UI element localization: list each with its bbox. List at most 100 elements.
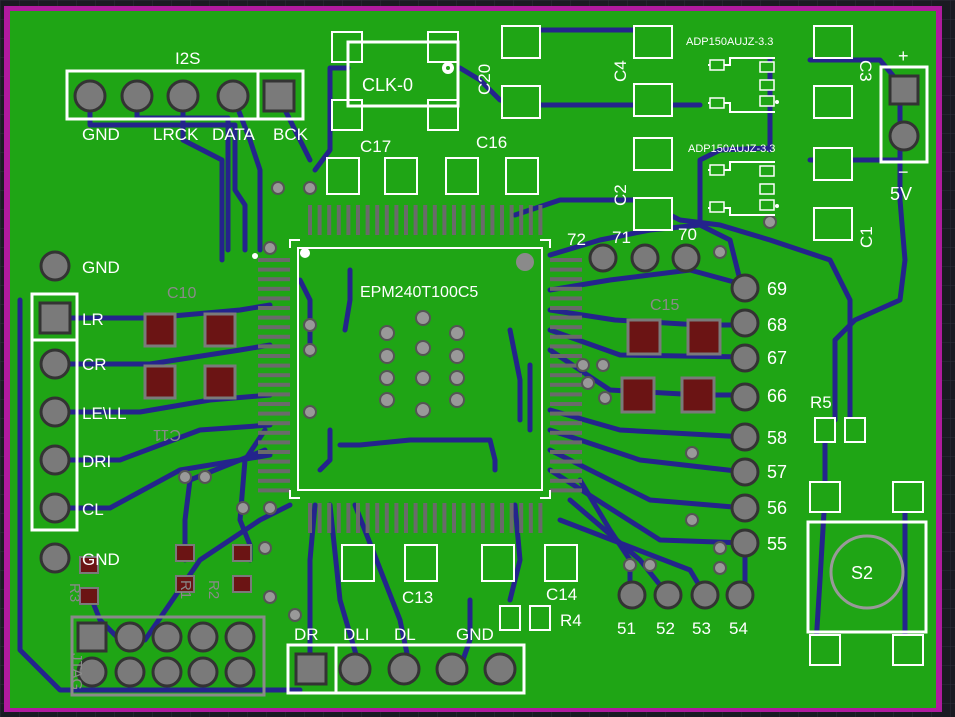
pin-label-72: 72	[567, 230, 586, 249]
label-c17: C17	[360, 137, 391, 156]
regulator-label-2: ADP150AUJZ-3.3	[688, 143, 775, 155]
regulators: ADP150AUJZ-3.3 ADP150AUJZ-3.3	[686, 36, 779, 216]
chip-pin	[480, 205, 485, 235]
clock-oscillator: CLK-0	[331, 31, 460, 131]
pin-68[interactable]	[730, 308, 760, 338]
i2s-pin-label-2: LRCK	[153, 125, 199, 144]
chip-pin	[258, 459, 290, 464]
pin-label-69: 69	[767, 279, 787, 299]
small-resistors: R3 R1 R2	[66, 544, 252, 605]
jtag-header: JTAG	[68, 615, 266, 697]
chip-pin	[258, 267, 290, 272]
chip-pin	[258, 315, 290, 320]
chip-pin	[550, 411, 582, 416]
jtag-pin-1[interactable]	[76, 621, 108, 653]
i2s-pin-1[interactable]	[73, 79, 107, 113]
i2s-pin-label-1: GND	[82, 125, 120, 144]
chip-pin	[471, 205, 476, 235]
i2s-pin-4[interactable]	[216, 79, 250, 113]
i2s-pin-2[interactable]	[120, 79, 154, 113]
left-pin-gnd-bottom[interactable]	[39, 542, 71, 574]
chip-pin	[308, 503, 312, 533]
chip-pin	[258, 402, 290, 406]
pin-57[interactable]	[730, 457, 760, 487]
pin-72[interactable]	[588, 243, 618, 273]
chip-pin	[550, 373, 582, 378]
label-c14: C15	[650, 297, 679, 314]
label-r1: R1	[177, 580, 194, 599]
i2s-pin-5[interactable]	[262, 79, 296, 113]
label-c4: C4	[611, 60, 630, 82]
pin-70[interactable]	[671, 243, 701, 273]
pin-71[interactable]	[630, 243, 660, 273]
chip-pin	[550, 450, 582, 454]
label-c12: C13	[402, 588, 433, 607]
chip-pin	[550, 363, 582, 368]
chip-pin	[327, 503, 332, 533]
left-pin-cl[interactable]	[39, 492, 71, 524]
pin-67[interactable]	[730, 343, 760, 373]
bottom-pin-dr[interactable]	[294, 652, 328, 686]
chip-pin	[346, 205, 351, 235]
pin-54[interactable]	[725, 580, 755, 610]
bottom-pin-dli[interactable]	[338, 652, 372, 686]
bottom-pin-gnd-2[interactable]	[483, 652, 517, 686]
chip-pin	[375, 205, 380, 235]
chip-pin	[258, 258, 290, 262]
left-pin-gnd-top[interactable]	[39, 250, 71, 282]
left-pin-lr[interactable]	[38, 301, 72, 335]
chip-pin	[258, 363, 290, 368]
chip-pin	[500, 503, 504, 533]
left-pin-label-cr: CR	[82, 355, 107, 374]
pin-58[interactable]	[730, 422, 760, 452]
pin-56[interactable]	[730, 493, 760, 523]
chip-pin	[423, 205, 428, 235]
chip-pin	[394, 503, 399, 533]
power-pin-plus[interactable]	[888, 74, 920, 106]
power-pin-minus[interactable]	[888, 120, 920, 152]
pin-52[interactable]	[653, 580, 683, 610]
chip-pin	[258, 440, 290, 445]
chip-pin	[500, 205, 504, 235]
left-pin-cr[interactable]	[39, 348, 71, 380]
bottom-pin-dl[interactable]	[387, 652, 421, 686]
switch-s2[interactable]: S2	[806, 481, 928, 666]
pin-label-51: 51	[617, 619, 636, 638]
chip-pin	[550, 267, 582, 272]
chip-pin	[490, 503, 495, 533]
i2s-pin-3[interactable]	[166, 79, 200, 113]
chip-pin	[550, 469, 582, 474]
regulator-label-1: ADP150AUJZ-3.3	[686, 36, 773, 48]
chip-pin	[327, 205, 332, 235]
pin-label-66: 66	[767, 386, 787, 406]
power-connector: + − 5V	[879, 46, 929, 204]
chip-pin	[471, 503, 476, 533]
pin-53[interactable]	[690, 580, 720, 610]
pin-66[interactable]	[730, 382, 760, 412]
pin-label-54: 54	[729, 619, 748, 638]
pin-51[interactable]	[617, 580, 647, 610]
cap-labels: C20 C4 C2 C3 C1 C17 C16 C13 C14 R4 R5	[360, 60, 876, 630]
pin-69[interactable]	[730, 273, 760, 303]
bottom-pin-gnd-1[interactable]	[435, 652, 469, 686]
chip-pin	[461, 503, 466, 533]
chip-pin	[528, 503, 533, 533]
left-pin-label-gnd: GND	[82, 258, 120, 277]
chip-pin	[258, 277, 290, 282]
label-r4: R4	[560, 611, 582, 630]
pin-label-57: 57	[767, 462, 787, 482]
chip-pin	[258, 488, 290, 493]
label-c1: C1	[857, 226, 876, 248]
left-pin-dri[interactable]	[39, 444, 71, 476]
chip-pin	[258, 354, 290, 358]
pin-55[interactable]	[730, 528, 760, 558]
left-header: GND LR CR LE\LL DRI CL GND	[30, 250, 126, 574]
right-pins: 69 68 67 66 58 57 56 55	[730, 273, 787, 558]
i2s-pin-label-3: DATA	[212, 125, 255, 144]
chip-pin	[538, 205, 543, 235]
chip-pin	[550, 306, 582, 310]
left-pin-le[interactable]	[39, 396, 71, 428]
clock-label: CLK-0	[362, 75, 413, 95]
minus-label: −	[898, 162, 909, 182]
